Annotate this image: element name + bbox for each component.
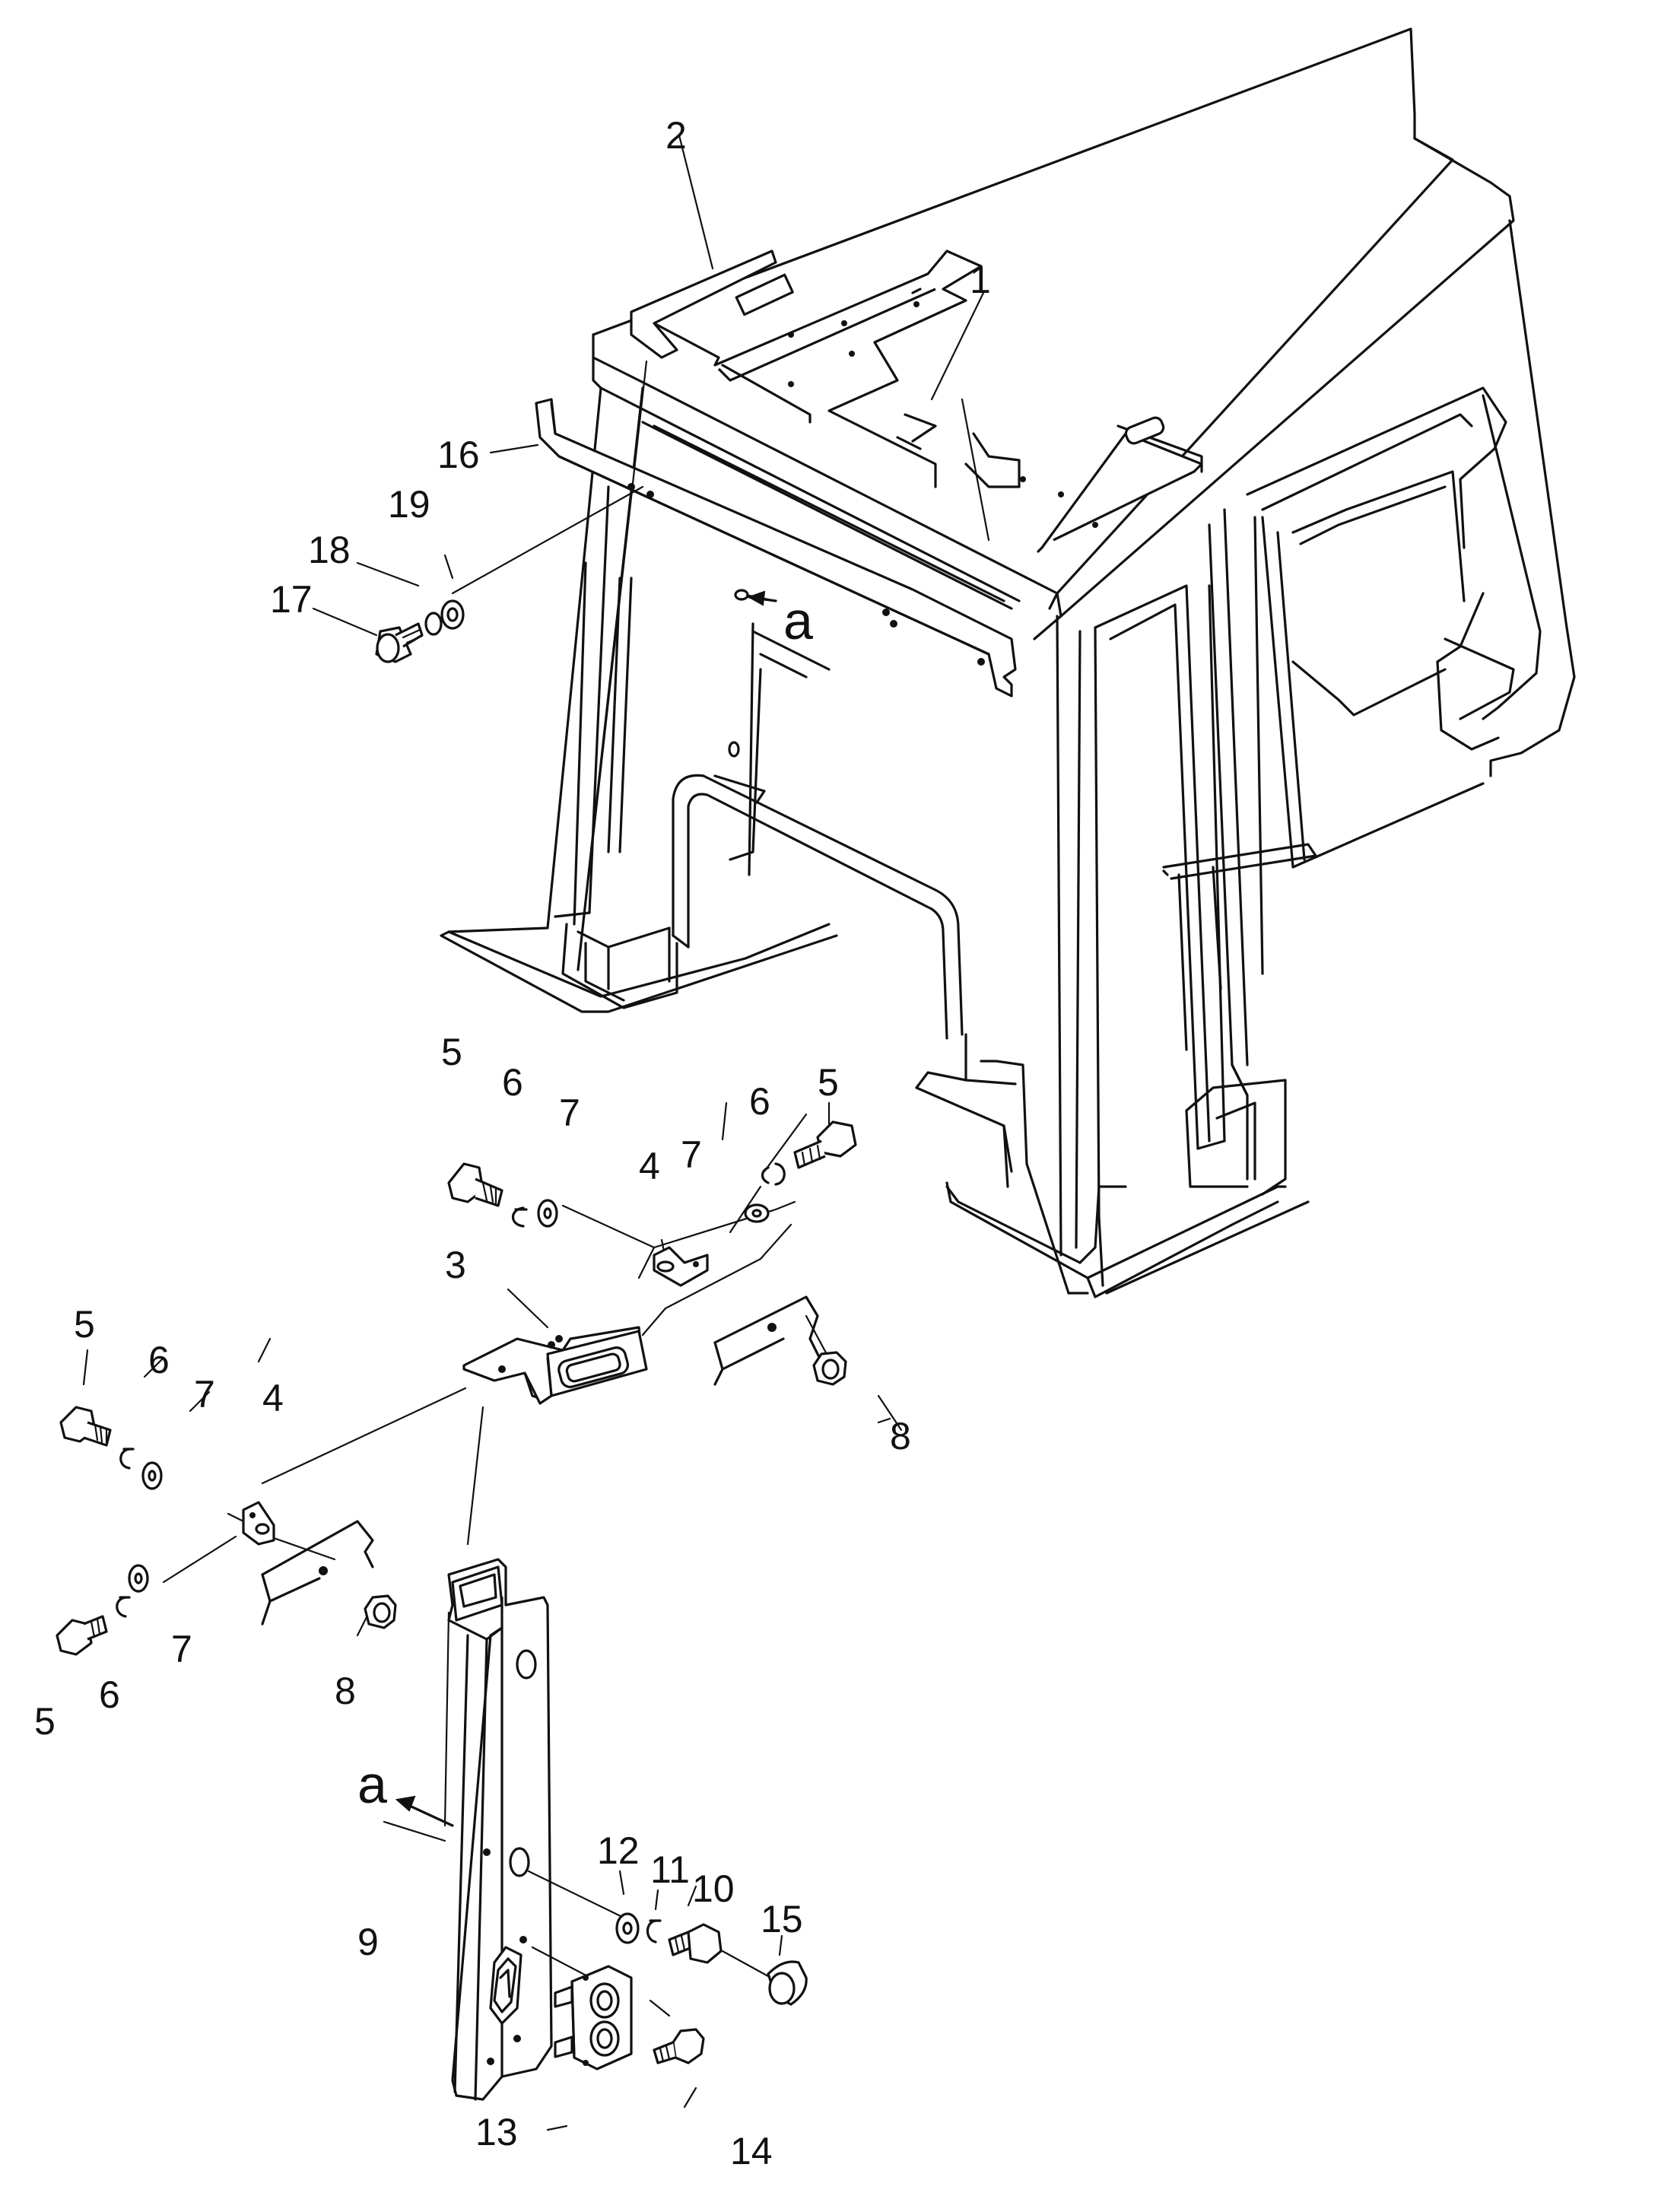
callout-11: 11 — [650, 1848, 690, 1891]
callout-2: 2 — [665, 114, 687, 157]
callout-5c: 5 — [74, 1303, 95, 1346]
callout-10: 10 — [692, 1867, 735, 1910]
mounting-plate-right — [713, 1295, 823, 1386]
view-label-a-upper: a — [783, 591, 813, 650]
callout-6d: 6 — [99, 1673, 120, 1716]
leader-lines-upper — [312, 134, 990, 838]
lockwasher-6-upper-right — [761, 1162, 786, 1186]
part-1-roof-bracket — [714, 249, 1203, 553]
callout-5b: 5 — [818, 1061, 839, 1104]
mounting-plate-left — [261, 1520, 374, 1626]
screw-14 — [653, 2028, 705, 2064]
lockwasher-6-mid-left — [119, 1448, 135, 1470]
callout-6a: 6 — [502, 1061, 523, 1104]
callout-13: 13 — [475, 2111, 518, 2153]
fastener-group-17-19 — [375, 599, 465, 663]
callout-8b: 8 — [335, 1670, 356, 1712]
bolt-5-lower-left — [56, 1615, 108, 1656]
callout-7b: 7 — [681, 1133, 702, 1176]
callout-7d: 7 — [171, 1628, 192, 1670]
callout-1: 1 — [970, 259, 991, 301]
nut-8-left — [364, 1594, 397, 1629]
callout-4b: 4 — [262, 1377, 284, 1419]
callout-9: 9 — [357, 1921, 379, 1963]
callout-17: 17 — [270, 578, 313, 621]
view-marker-lower — [395, 1795, 454, 1827]
washer-7-upper-left — [537, 1199, 558, 1228]
callout-7c: 7 — [194, 1373, 215, 1416]
washer-7-lower-left — [128, 1564, 149, 1593]
callout-6c: 6 — [148, 1339, 170, 1381]
callout-18: 18 — [308, 529, 351, 571]
lockwasher-11 — [646, 1919, 662, 1943]
washer-7-upper-right — [744, 1203, 770, 1223]
lockwasher-6-upper-left — [511, 1206, 528, 1228]
callout-15: 15 — [761, 1898, 803, 1940]
callout-5d: 5 — [34, 1700, 56, 1743]
bolt-5-mid-left — [59, 1406, 112, 1447]
callout-labels: 1 2 3 4 4 5 5 5 5 6 6 6 6 7 7 7 7 8 8 9 … — [34, 114, 991, 2172]
callout-3: 3 — [445, 1244, 466, 1286]
part-4-bracket-upper — [653, 1246, 709, 1287]
view-marker-upper — [747, 590, 777, 606]
bolt-5-upper-left — [447, 1162, 503, 1207]
callout-7a: 7 — [559, 1092, 580, 1134]
view-label-a-lower: a — [357, 1755, 387, 1814]
cab-body — [440, 27, 1576, 1298]
lockwasher-6-lower-left — [116, 1596, 131, 1618]
leader-lines-middle — [82, 1101, 903, 1637]
part-3-housing — [462, 1288, 648, 1405]
callout-6b: 6 — [749, 1080, 770, 1123]
bolt-5-upper-right — [793, 1120, 857, 1169]
callout-14: 14 — [730, 2130, 773, 2172]
nut-8-right — [812, 1351, 847, 1386]
part-9-pillar — [447, 1558, 553, 2101]
callout-19: 19 — [388, 483, 430, 526]
callout-16: 16 — [437, 434, 480, 476]
callout-8a: 8 — [890, 1415, 911, 1457]
callout-12: 12 — [597, 1829, 640, 1872]
part-4-bracket-lower — [242, 1501, 275, 1546]
part-16-rear-rail — [535, 398, 1017, 758]
bolt-10 — [668, 1923, 723, 1964]
cap-15 — [767, 1960, 808, 2006]
washer-7-mid-left — [141, 1461, 163, 1490]
part-13-switch-plate — [554, 1965, 633, 2071]
callout-4a: 4 — [639, 1145, 660, 1187]
part-2-roof-bracket — [630, 249, 937, 450]
callout-5a: 5 — [441, 1031, 462, 1073]
washer-12 — [615, 1912, 640, 1944]
